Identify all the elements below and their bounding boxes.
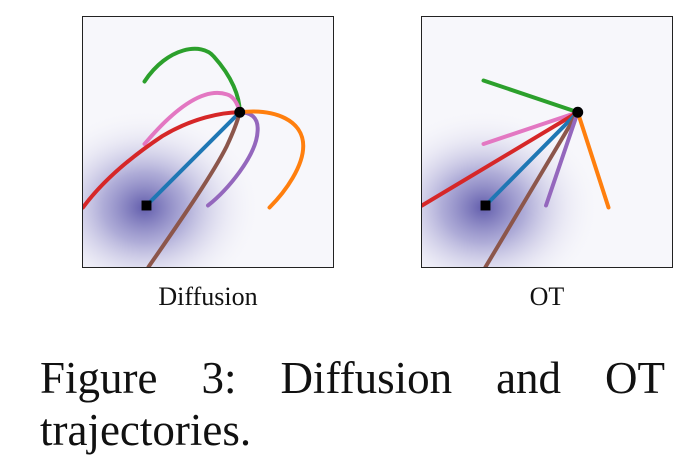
figure-caption: Figure 3: Diffusion and OT trajectories. bbox=[40, 352, 665, 456]
trajectory-red bbox=[422, 110, 580, 208]
diffusion-panel-caption: Diffusion bbox=[158, 282, 258, 311]
figure-label: Figure 3: bbox=[40, 353, 237, 403]
trajectory-pink bbox=[142, 91, 242, 146]
figure-caption-line2: trajectories. bbox=[40, 405, 252, 455]
source-marker bbox=[141, 200, 152, 211]
trajectory-blue bbox=[483, 110, 580, 208]
trajectory-blue bbox=[144, 110, 242, 208]
figure-caption-line1: Diffusion and OT bbox=[280, 353, 665, 403]
trajectory-orange bbox=[237, 109, 306, 210]
target-marker bbox=[234, 106, 246, 118]
trajectory-green bbox=[142, 46, 242, 115]
ot-panel-caption: OT bbox=[529, 282, 565, 311]
trajectory-brown bbox=[146, 110, 242, 267]
trajectory-purple bbox=[206, 110, 260, 208]
trajectory-green bbox=[481, 78, 580, 115]
trajectory-brown bbox=[483, 110, 580, 267]
trajectory-purple bbox=[544, 110, 580, 208]
trajectory-red bbox=[83, 110, 242, 210]
target-marker bbox=[572, 106, 584, 118]
trajectory-pink bbox=[481, 110, 580, 146]
trajectory-orange bbox=[575, 110, 611, 210]
source-marker bbox=[480, 200, 491, 211]
diffusion-trajectory-plot bbox=[82, 16, 334, 268]
ot-trajectory-plot bbox=[421, 16, 673, 268]
